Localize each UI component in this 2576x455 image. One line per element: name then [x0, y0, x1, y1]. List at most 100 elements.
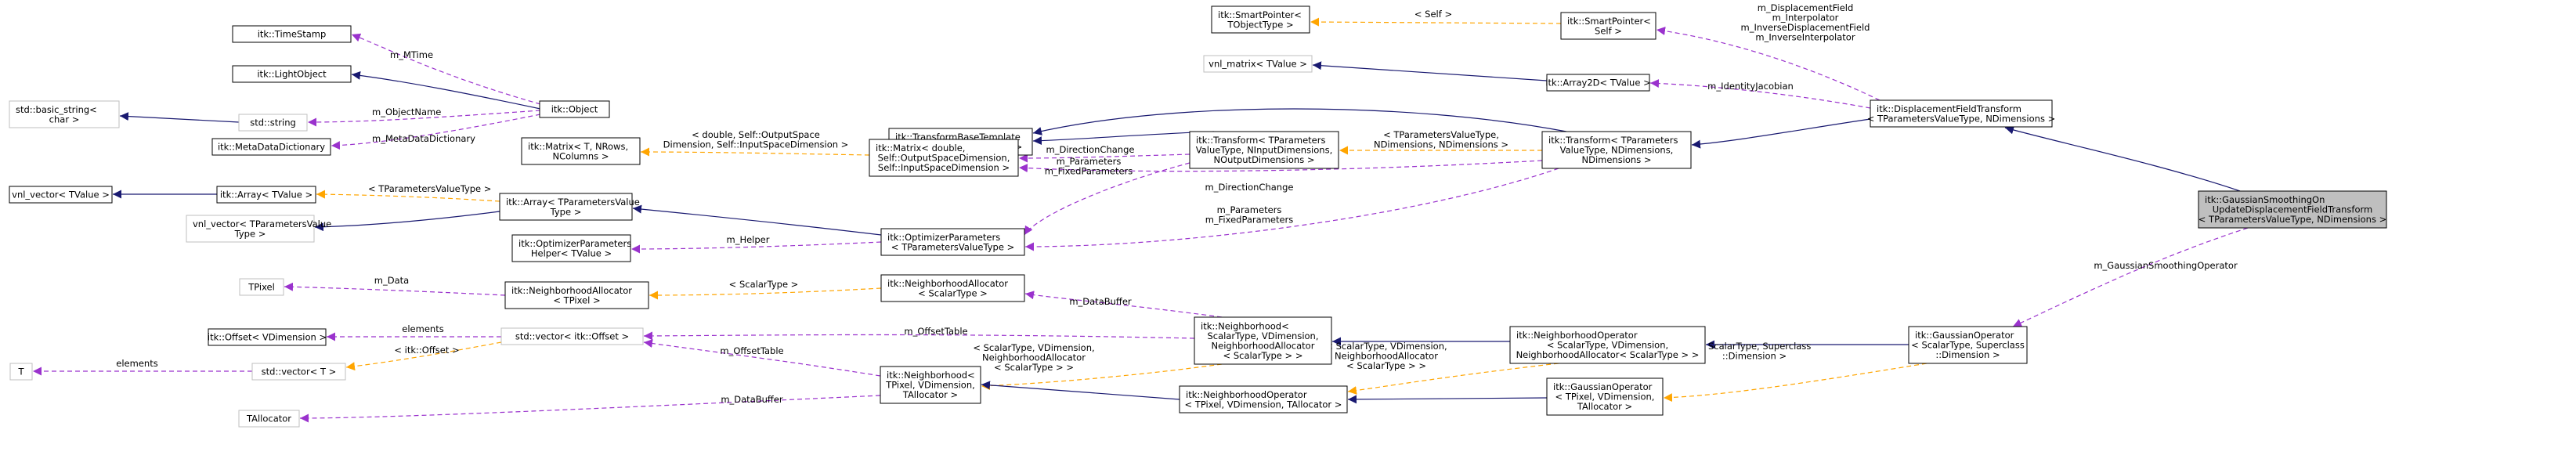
edge-label-self: < Self > — [1414, 9, 1452, 20]
class-node-stdvectort[interactable]: std::vector< T > — [251, 363, 346, 381]
inheritance-edge-transformT-to-tbt — [1032, 131, 1215, 146]
edge-label-m-identityjacobian: m_IdentityJacobian — [1707, 81, 1794, 92]
class-node-nbhdalloctp[interactable]: itk::NeighborhoodAllocator< TPixel > — [504, 281, 649, 309]
class-node-label: itk::Matrix< double,Self::OutputSpaceDim… — [876, 143, 1010, 173]
edge-label-scalar-vdim2: < ScalarType, VDimension,NeighborhoodAll… — [1325, 341, 1447, 371]
member-usage-edge-transformN-to-optparams — [1024, 168, 1559, 251]
node-layer: itk::TimeStampitk::LightObjectstd::basic… — [9, 5, 2387, 428]
member-usage-edge-object-to-timestamp — [351, 33, 541, 105]
class-node-label: itk::NeighborhoodOperator< TPixel, VDime… — [1185, 389, 1342, 410]
edge-label-tparam-ndim: < TParametersValueType,NDimensions, NDim… — [1374, 129, 1508, 150]
member-usage-edge-transformN-to-matrixD — [1018, 160, 1543, 173]
member-usage-edge-nbhdTP-to-stdvectorOffset — [643, 339, 881, 377]
class-node-nbhdoptp[interactable]: itk::NeighborhoodOperator< TPixel, VDime… — [1179, 385, 1348, 413]
class-node-label: vnl_vector< TValue > — [12, 190, 110, 200]
member-usage-edge-dft-to-array2d — [1649, 78, 1871, 109]
class-node-label: itk::GaussianOperator< TPixel, VDimensio… — [1553, 381, 1654, 412]
class-node-label: vnl_matrix< TValue > — [1209, 59, 1307, 70]
member-usage-edge-gsudft-to-gaussopST — [2012, 227, 2249, 327]
class-node-gaussoptp[interactable]: itk::GaussianOperator< TPixel, VDimensio… — [1546, 377, 1664, 416]
member-usage-edge-object-to-metadict — [331, 114, 541, 150]
member-usage-edge-transformT-to-optparams — [1024, 162, 1190, 236]
class-node-smartptrt[interactable]: itk::SmartPointer<TObjectType > — [1211, 5, 1310, 34]
class-node-dft[interactable]: itk::DisplacementFieldTransform< TParame… — [1867, 99, 2055, 128]
class-node-vnlmatrix[interactable]: vnl_matrix< TValue > — [1203, 55, 1313, 73]
inheritance-edge-transformN-to-tbt — [1032, 108, 1567, 135]
class-node-smartptrself[interactable]: itk::SmartPointer<Self > — [1560, 12, 1657, 40]
class-node-timestamp[interactable]: itk::TimeStamp — [232, 25, 352, 43]
class-node-nbhdopst[interactable]: itk::NeighborhoodOperator< ScalarType, V… — [1509, 326, 1706, 364]
template-instance-edge-matrixD-to-matrixT — [640, 147, 870, 157]
class-node-nbhdtp[interactable]: itk::Neighborhood<TPixel, VDimension,TAl… — [880, 366, 981, 404]
inheritance-edge-optparams-to-arrayT — [632, 204, 882, 236]
class-node-stdstring[interactable]: std::string — [238, 114, 308, 132]
template-instance-edge-nbhdST-to-nbhdTP — [981, 363, 1223, 391]
class-node-label: itk::NeighborhoodAllocator< TPixel > — [511, 285, 632, 306]
class-node-label: itk::NeighborhoodAllocator< ScalarType > — [887, 278, 1008, 299]
class-node-tallocator[interactable]: TAllocator — [238, 410, 300, 428]
class-node-label: itk::Neighborhood<ScalarType, VDimension… — [1201, 320, 1319, 361]
class-node-label: T — [17, 367, 24, 377]
inheritance-edge-gaussopTP-to-nbhdopTP — [1347, 395, 1548, 404]
member-usage-edge-nbhdST-to-stdvectorOffset — [643, 331, 1195, 341]
class-node-matrixt[interactable]: itk::Matrix< T, NRows,NColumns > — [521, 137, 641, 165]
edge-label-elements2: elements — [116, 358, 157, 369]
edge-label-layer: m_MTime m_ObjectName m_MetaDataDictionary <… — [116, 2, 2238, 405]
inheritance-edge-object-to-lightobject — [351, 70, 541, 110]
edge-label-m-mtime: m_MTime — [390, 49, 433, 60]
class-node-offsetvd[interactable]: itk::Offset< VDimension > — [208, 328, 327, 346]
class-node-nbhdallocst[interactable]: itk::NeighborhoodAllocator< ScalarType > — [880, 274, 1025, 302]
edge-label-m-metadatadictionary: m_MetaDataDictionary — [372, 133, 475, 144]
class-node-vnlvector[interactable]: vnl_vector< TValue > — [9, 186, 113, 204]
class-node-label: itk::Array< TValue > — [220, 190, 313, 200]
inheritance-edge-gsudft-to-dft — [2004, 125, 2241, 192]
edge-label-m-directionchange1: m_DirectionChange — [1046, 144, 1135, 155]
class-node-label: itk::Object — [551, 104, 598, 115]
edge-label-m-objectname: m_ObjectName — [372, 107, 441, 117]
class-node-label: itk::NeighborhoodOperator< ScalarType, V… — [1516, 330, 1700, 360]
template-instance-edge-gaussopST-to-gaussopTP — [1663, 363, 1927, 403]
class-node-array2d[interactable]: itk::Array2D< TValue > — [1545, 74, 1651, 92]
member-usage-edge-nbhdST-to-nbhdallocST — [1024, 291, 1223, 318]
member-usage-edge-dft-to-smartptrSelf — [1656, 27, 1881, 101]
class-node-label: std::string — [250, 117, 296, 128]
class-node-gaussopst[interactable]: itk::GaussianOperator< ScalarType, Super… — [1908, 326, 2028, 364]
class-node-label: itk::Array2D< TValue > — [1545, 78, 1650, 88]
class-node-label: itk::Offset< VDimension > — [208, 332, 327, 343]
template-instance-edge-nbhdopST-to-nbhdopTP — [1347, 363, 1559, 395]
class-node-lightobject[interactable]: itk::LightObject — [232, 65, 352, 83]
class-node-metadict[interactable]: itk::MetaDataDictionary — [211, 138, 331, 156]
class-node-stdvectoroffset[interactable]: std::vector< itk::Offset > — [500, 327, 644, 345]
edge-label-scalar-type: < ScalarType > — [729, 279, 799, 290]
inheritance-edge-stdstring-to-basicstring — [119, 112, 240, 123]
class-node-matrixd[interactable]: itk::Matrix< double,Self::OutputSpaceDim… — [869, 139, 1019, 177]
edge-label-m-directionchange2: m_DirectionChange — [1205, 182, 1294, 193]
class-node-array[interactable]: itk::Array< TValue > — [216, 186, 316, 204]
class-node-t[interactable]: T — [9, 363, 33, 381]
class-node-label: std::vector< T > — [262, 367, 337, 377]
class-node-tpixel[interactable]: TPixel — [239, 278, 284, 296]
inheritance-edge-nbhdopTP-to-nbhdTP — [981, 381, 1180, 400]
class-node-label: TAllocator — [246, 413, 291, 424]
class-node-nbhdst[interactable]: itk::Neighborhood<ScalarType, VDimension… — [1194, 316, 1332, 365]
edge-label-scalar-vdim1: < ScalarType, VDimension,NeighborhoodAll… — [973, 342, 1094, 373]
member-usage-edge-nbhdallocTP-to-tpixel — [284, 282, 506, 296]
class-node-object[interactable]: itk::Object — [539, 100, 610, 118]
class-node-label: itk::Matrix< T, NRows,NColumns > — [528, 141, 628, 162]
class-node-optparams[interactable]: itk::OptimizerParameters< TParametersVal… — [880, 228, 1025, 256]
class-node-label: itk::GaussianOperator< ScalarType, Super… — [1911, 330, 2025, 360]
class-node-label: itk::TimeStamp — [258, 29, 327, 40]
class-node-basicstring[interactable]: std::basic_string<char > — [9, 100, 120, 128]
